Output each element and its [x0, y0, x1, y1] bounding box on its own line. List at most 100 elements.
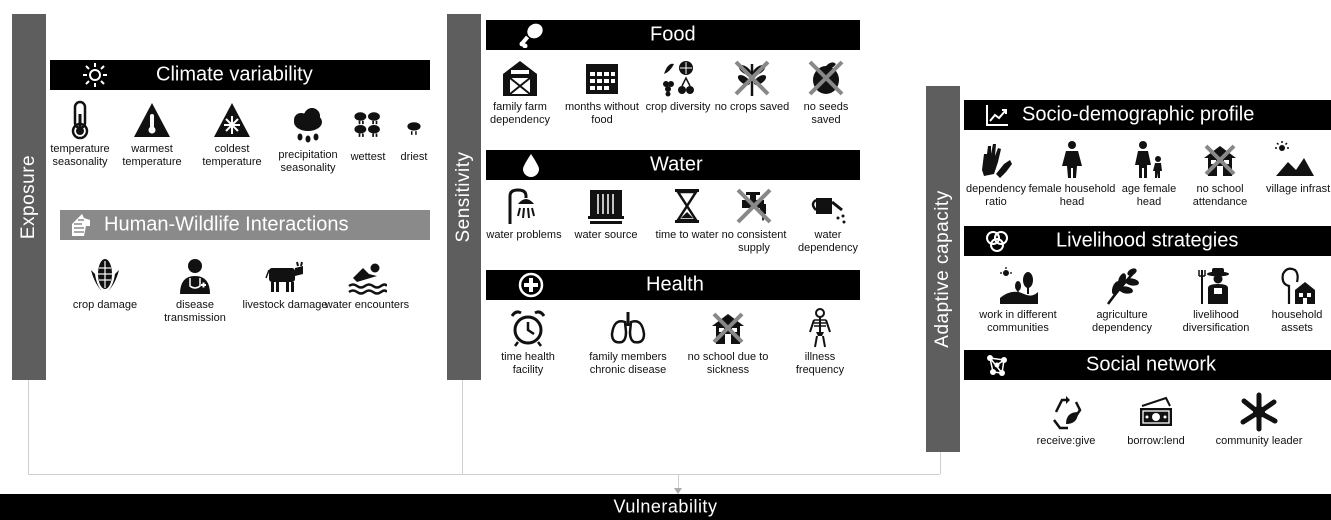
health-item: illness frequency — [780, 308, 860, 377]
woman-child-icon — [1135, 141, 1162, 178]
socio-item-label: dependency ratio — [966, 183, 1026, 208]
connector-line-left — [28, 380, 29, 474]
climate-item: warmest temperature — [112, 100, 192, 169]
food-item: months without food — [564, 58, 640, 127]
food-item-label: crop diversity — [645, 101, 711, 113]
shower-icon — [508, 188, 535, 224]
crossed-school-icon — [712, 312, 744, 344]
recycle-icon — [1053, 396, 1082, 430]
food-title: Food — [650, 23, 696, 46]
medical-cross-icon — [518, 272, 544, 298]
water-item: water dependency — [790, 186, 866, 255]
socio-item-label: age female head — [1121, 183, 1177, 208]
sun-icon — [83, 63, 107, 87]
adaptive-capacity-bar: Adaptive capacity — [926, 86, 960, 452]
food-item-label: no crops saved — [714, 101, 790, 113]
connector-line-bottom — [28, 474, 940, 475]
health-item-label: no school due to sickness — [687, 351, 769, 376]
sensitivity-bar: Sensitivity — [447, 14, 481, 380]
crossed-school-icon — [1204, 144, 1236, 176]
climate-variability-title: Climate variability — [156, 63, 313, 86]
calendar-icon — [586, 64, 618, 94]
trend-chart-icon — [986, 105, 1008, 126]
wildlife-item-label: livestock damage — [242, 299, 328, 311]
livelihood-item-label: agriculture dependency — [1092, 309, 1152, 334]
wildlife-item-label: disease transmission — [164, 299, 226, 324]
network-icon — [987, 355, 1007, 376]
climate-item-label: wettest — [350, 151, 386, 163]
fruits-icon — [663, 61, 694, 97]
thermometer-icon — [71, 100, 89, 140]
exposure-label: Exposure — [18, 154, 39, 240]
health-item-label: family members chronic disease — [589, 351, 667, 376]
health-header: Health — [486, 270, 860, 300]
food-item-label: no seeds saved — [803, 101, 849, 126]
climate-item-label: warmest temperature — [122, 143, 182, 168]
warning-thermometer-icon — [134, 103, 170, 137]
alarm-clock-icon — [510, 310, 546, 347]
livelihood-item-label: work in different communities — [979, 309, 1057, 334]
lungs-icon — [610, 312, 646, 344]
swimmer-icon — [348, 263, 387, 295]
venn-circles-icon — [986, 231, 1008, 252]
many-clouds-icon — [354, 112, 380, 137]
drumstick-icon — [519, 23, 543, 48]
food-item: no seeds saved — [788, 58, 864, 127]
water-drop-icon — [523, 154, 539, 177]
water-item-label: no consistent supply — [721, 229, 787, 254]
woman-icon — [1062, 141, 1082, 178]
livelihood-item: household assets — [1262, 266, 1331, 335]
climate-item-label: coldest temperature — [202, 143, 262, 168]
wildlife-item-label: crop damage — [72, 299, 138, 311]
vulnerability-bar: Vulnerability — [0, 494, 1331, 520]
farmer-icon — [1198, 268, 1229, 304]
livelihood-item: work in different communities — [966, 266, 1070, 335]
water-item-label: water source — [574, 229, 638, 241]
climate-item-label: precipitation seasonality — [278, 149, 338, 174]
crossed-seed-icon — [808, 60, 844, 96]
small-cloud-icon — [407, 122, 421, 135]
food-item-label: family farm dependency — [490, 101, 550, 126]
wildlife-item-label: water encounters — [324, 299, 410, 311]
connector-line-middle — [462, 380, 463, 474]
landscape-icon — [1000, 267, 1038, 304]
wildlife-title: Human-Wildlife Interactions — [104, 213, 349, 236]
water-item: water source — [564, 186, 648, 242]
climate-item: driest — [394, 118, 434, 164]
climate-item: precipitation seasonality — [266, 106, 350, 175]
livelihood-header: Livelihood strategies — [964, 226, 1331, 256]
social-item: receive:give — [1026, 392, 1106, 448]
village-icon — [1274, 141, 1314, 176]
climate-item-label: temperature seasonality — [50, 143, 110, 168]
social-network-title: Social network — [1086, 353, 1217, 376]
adaptive-capacity-label: Adaptive capacity — [932, 190, 953, 348]
socio-item-label: female household head — [1028, 183, 1116, 208]
food-item: crop diversity — [640, 58, 716, 114]
socio-item: age female head — [1114, 140, 1184, 209]
livelihood-item: agriculture dependency — [1076, 266, 1168, 335]
socio-item: female household head — [1022, 140, 1122, 209]
social-item-label: community leader — [1215, 435, 1303, 447]
water-item: water problems — [482, 186, 566, 242]
rain-cloud-icon — [294, 108, 322, 143]
sensitivity-label: Sensitivity — [453, 151, 474, 243]
zebra-icon — [72, 214, 90, 236]
barn-icon — [503, 61, 537, 96]
wildlife-header: Human-Wildlife Interactions — [60, 210, 430, 240]
socio-item: village infrastructure — [1256, 140, 1331, 196]
food-item: no crops saved — [714, 58, 790, 114]
health-item-label: illness frequency — [795, 351, 845, 376]
social-item-label: borrow:lend — [1127, 435, 1185, 447]
wildlife-item: crop damage — [60, 256, 150, 312]
social-network-header: Social network — [964, 350, 1331, 380]
doctor-icon — [180, 259, 210, 294]
crossed-tap-icon — [736, 188, 772, 224]
social-item: community leader — [1206, 392, 1312, 448]
climate-item-label: driest — [400, 151, 428, 163]
money-icon — [1140, 396, 1172, 426]
socio-item: no school attendance — [1180, 140, 1260, 209]
water-item: no consistent supply — [714, 186, 794, 255]
plant-icon — [1106, 268, 1139, 305]
socio-item-label: village infrastructure — [1266, 183, 1331, 195]
corn-icon — [91, 259, 119, 294]
